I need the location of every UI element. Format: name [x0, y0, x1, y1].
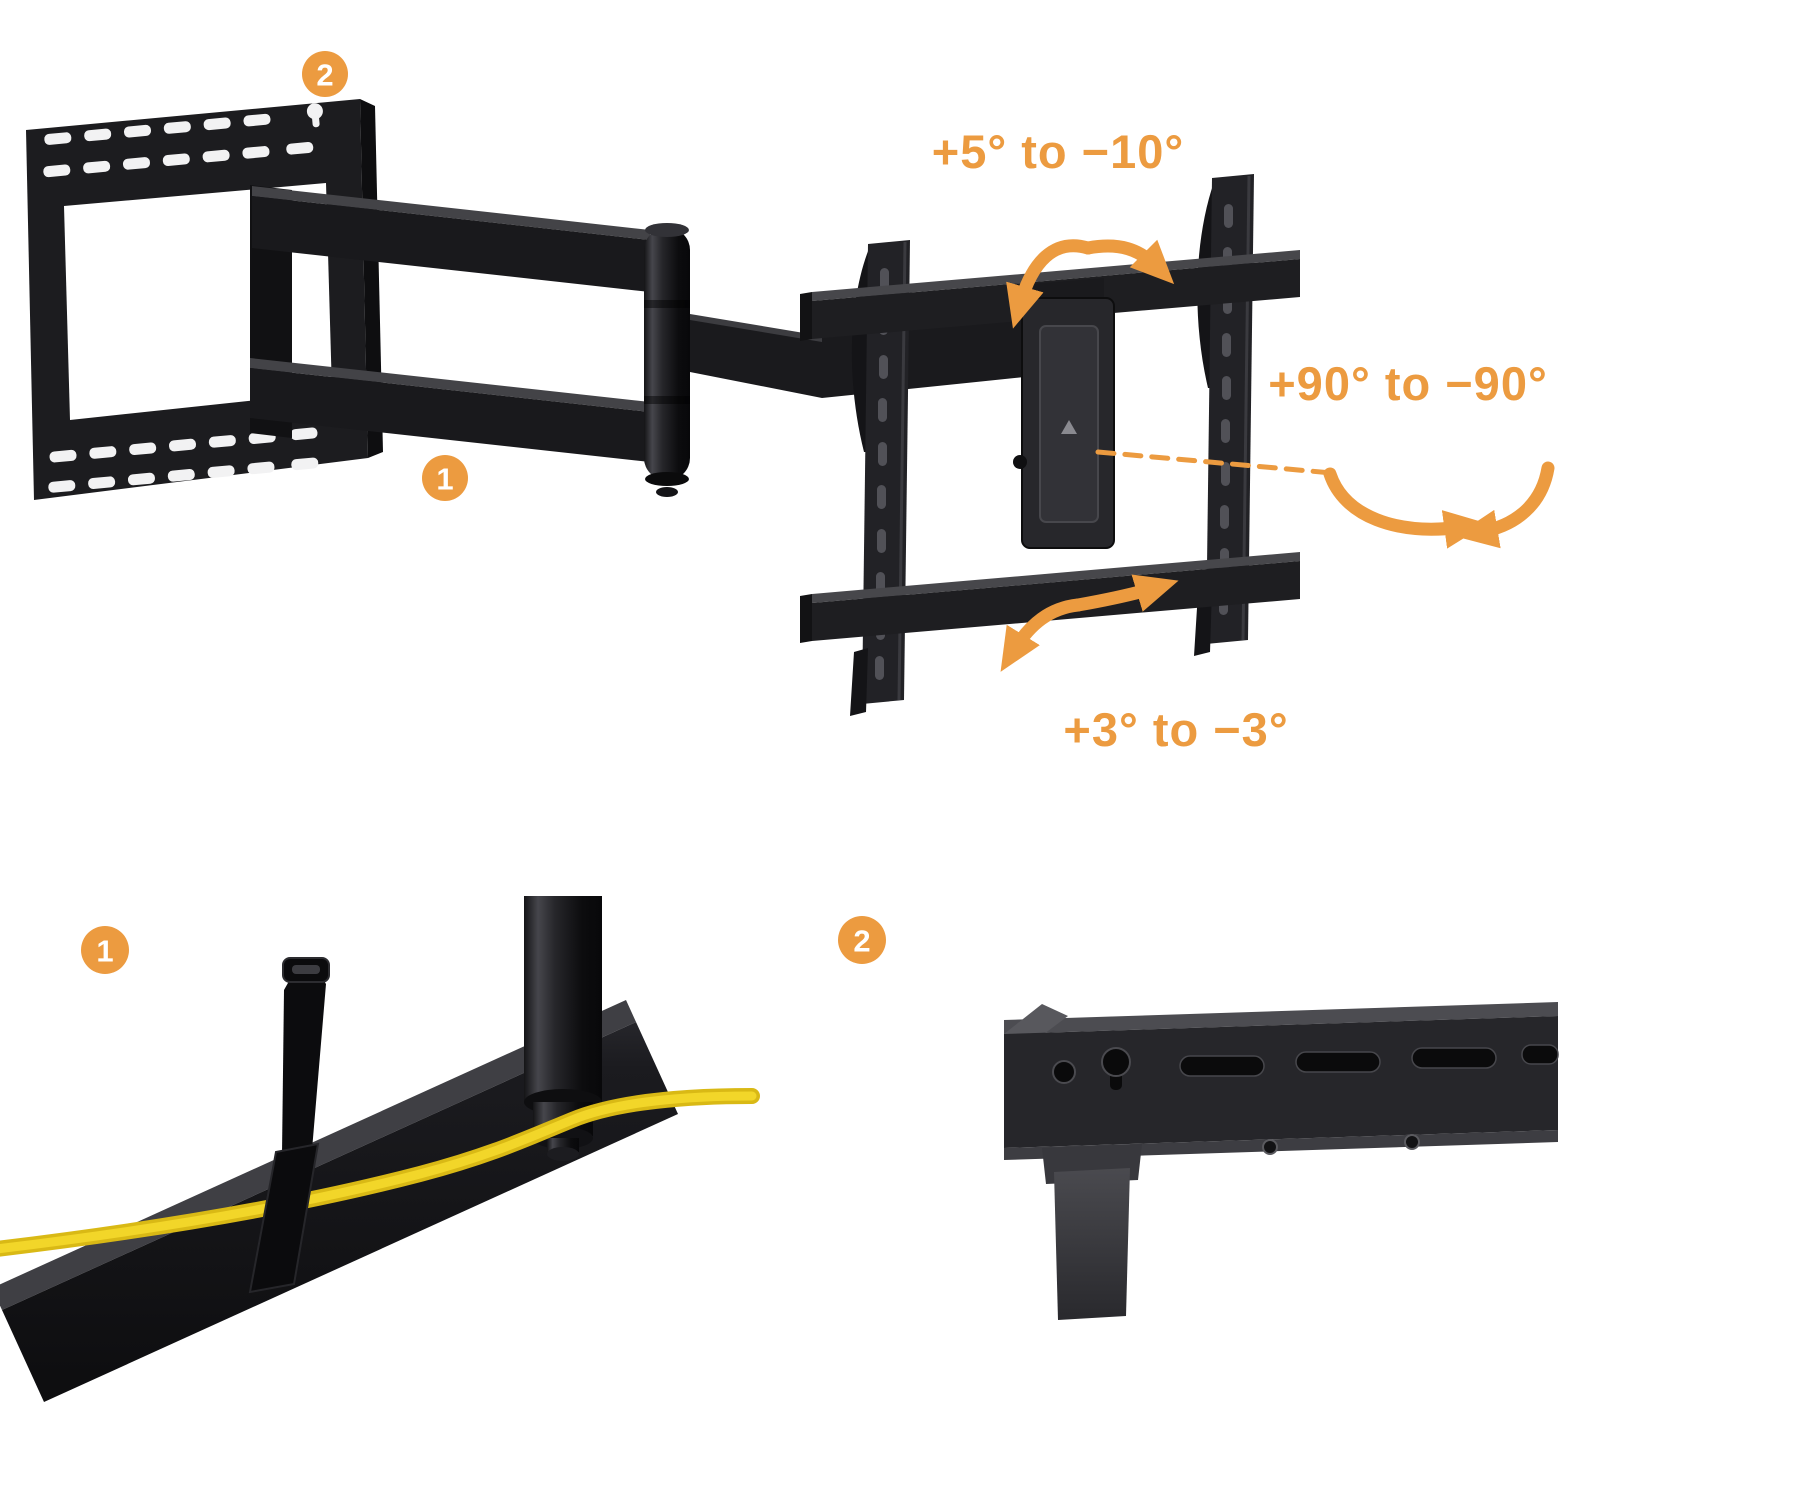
round-hole-icon [1052, 1060, 1076, 1084]
wall-plate-top-slots [42, 103, 323, 178]
callout-arm-number: 1 [436, 462, 453, 497]
cable-highlight [0, 1091, 757, 1254]
detail-wall-plate-corner: 2 [838, 916, 1559, 1320]
articulating-arm [250, 185, 1034, 497]
swivel-axis-dashed-line [1095, 449, 1335, 476]
callout-arm: 1 [422, 455, 468, 501]
callout-detail-cable: 1 [81, 926, 129, 974]
plate-slots [1179, 1044, 1559, 1077]
callout-detail-cable-number: 1 [96, 934, 113, 969]
swivel-bracket [1013, 278, 1115, 549]
keyhole-slot-icon [1101, 1047, 1131, 1090]
corner-post [1054, 1168, 1130, 1320]
swivel-range-label: +90° to −90° [1268, 357, 1548, 410]
level-arrow-icon [1000, 574, 1179, 672]
level-range-label: +3° to −3° [1063, 703, 1288, 756]
pivot-joint [644, 223, 690, 497]
swivel-arrows-icon [1323, 461, 1555, 549]
callout-wall-plate-number: 2 [316, 58, 333, 93]
tilt-range-label: +5° to −10° [932, 125, 1184, 178]
callout-detail-plate-number: 2 [853, 924, 870, 959]
callout-wall-plate: 2 [302, 51, 348, 97]
adjustment-lever-icon [1013, 455, 1027, 469]
callout-detail-plate: 2 [838, 916, 886, 964]
tilt-arrow-icon [1006, 239, 1175, 329]
detail-cable-management: 1 [0, 896, 760, 1402]
cable-strap [248, 957, 330, 1294]
wall-plate [26, 99, 383, 500]
up-arrow-marking-icon [1061, 420, 1077, 434]
